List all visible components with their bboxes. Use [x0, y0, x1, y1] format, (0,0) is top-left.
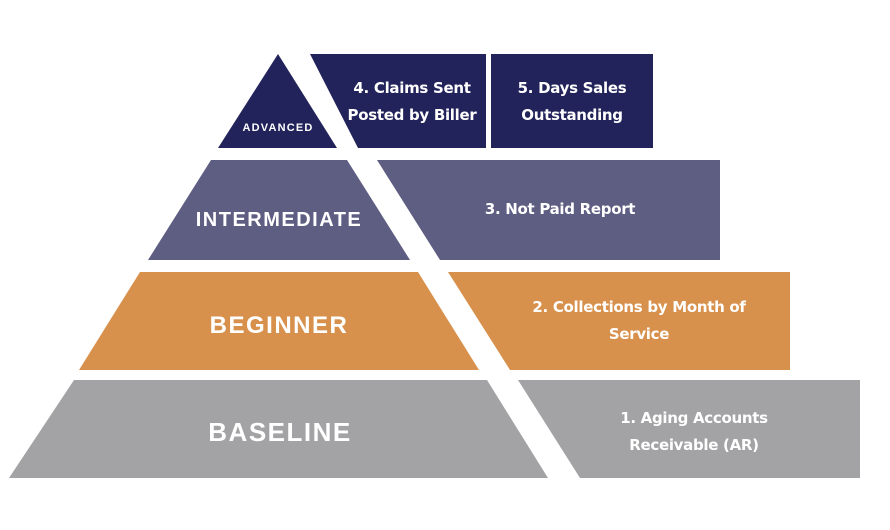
- metric-label-3: 3. Not Paid Report: [484, 199, 636, 218]
- tier-beginner-label: BEGINNER: [209, 312, 349, 339]
- metric-box-5: [491, 54, 653, 148]
- metric-label-1: 1. Aging Accounts Receivable (AR): [620, 409, 768, 454]
- metric-label-2: 2. Collections by Month of Service: [532, 298, 746, 343]
- tier-intermediate-label: INTERMEDIATE: [195, 208, 363, 231]
- metric-box-1: [518, 380, 860, 478]
- tier-advanced-label: ADVANCED: [242, 122, 314, 134]
- metric-box-2: [448, 272, 790, 370]
- metric-box-4: [310, 54, 486, 148]
- tier-intermediate-trapezoid: [148, 160, 410, 260]
- tier-baseline-trapezoid: [9, 380, 548, 478]
- tier-baseline-label: BASELINE: [208, 416, 352, 447]
- metric-box-3: [377, 160, 720, 260]
- metric-label-4: 4. Claims Sent Posted by Biller: [347, 79, 477, 124]
- tier-beginner-trapezoid: [79, 272, 479, 370]
- tier-advanced-triangle: [218, 54, 337, 148]
- metric-label-5: 5. Days Sales Outstanding: [517, 79, 627, 124]
